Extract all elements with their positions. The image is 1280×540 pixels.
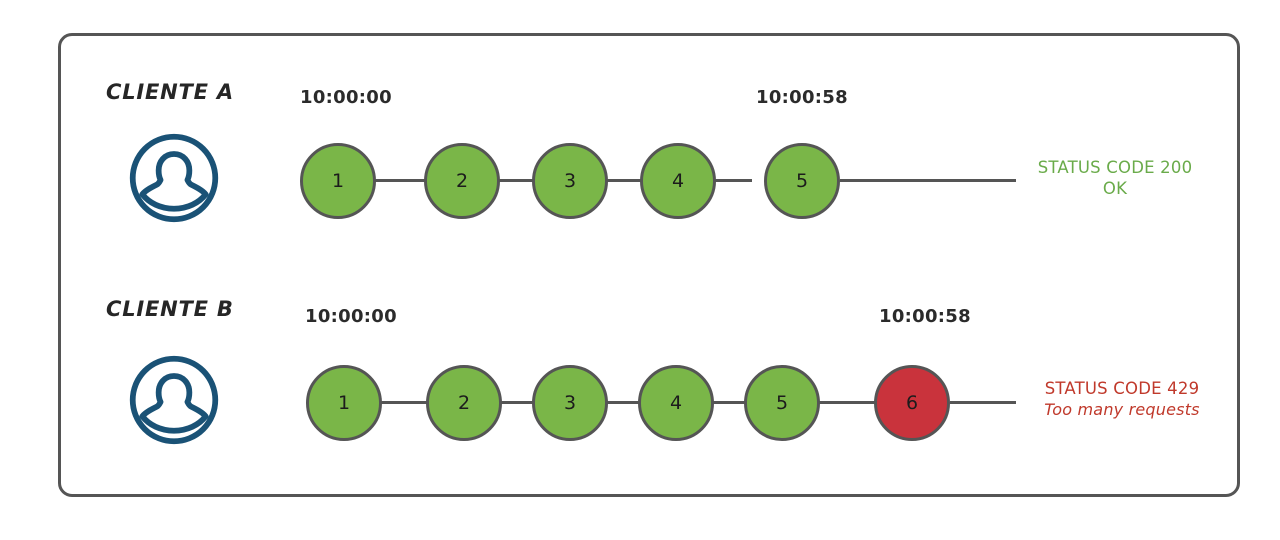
request-node-number: 2 — [457, 392, 471, 414]
connector — [696, 401, 748, 404]
status-code-line: STATUS CODE 200 — [1037, 158, 1193, 177]
client-b-start-time: 10:00:00 — [305, 306, 397, 327]
request-node[interactable]: 3 — [532, 365, 608, 441]
request-node-number: 3 — [563, 392, 577, 414]
request-node-rejected[interactable]: 6 — [874, 365, 950, 441]
connector — [484, 401, 536, 404]
request-node[interactable]: 5 — [764, 143, 840, 219]
client-a-end-time: 10:00:58 — [756, 87, 848, 108]
status-message-line: OK — [1102, 179, 1128, 198]
request-node-number: 1 — [331, 170, 345, 192]
connector — [802, 401, 878, 404]
connector — [480, 179, 536, 182]
user-avatar-icon — [126, 352, 222, 448]
status-badge-client-b: STATUS CODE 429 Too many requests — [1022, 378, 1222, 420]
request-node-number: 4 — [671, 170, 685, 192]
request-node-number: 5 — [775, 392, 789, 414]
connector — [378, 401, 430, 404]
connector — [590, 401, 642, 404]
request-node-number: 1 — [337, 392, 351, 414]
status-code-line: STATUS CODE 429 — [1044, 379, 1200, 398]
request-node[interactable]: 5 — [744, 365, 820, 441]
connector-to-status — [840, 179, 1016, 182]
request-node-number: 6 — [905, 392, 919, 414]
client-a-label: CLIENTE A — [106, 80, 234, 104]
request-node[interactable]: 1 — [306, 365, 382, 441]
client-b-end-time: 10:00:58 — [879, 306, 971, 327]
request-node[interactable]: 1 — [300, 143, 376, 219]
user-avatar-icon — [126, 130, 222, 226]
client-b-label: CLIENTE B — [106, 297, 234, 321]
request-node-number: 4 — [669, 392, 683, 414]
request-node[interactable]: 3 — [532, 143, 608, 219]
status-badge-client-a: STATUS CODE 200 OK — [1025, 157, 1205, 199]
request-node[interactable]: 2 — [426, 365, 502, 441]
request-node-number: 2 — [455, 170, 469, 192]
client-a-start-time: 10:00:00 — [300, 87, 392, 108]
status-message-line: Too many requests — [1044, 400, 1200, 419]
request-node-number: 5 — [795, 170, 809, 192]
connector — [372, 179, 428, 182]
connector — [588, 179, 644, 182]
request-node-number: 3 — [563, 170, 577, 192]
request-node[interactable]: 4 — [640, 143, 716, 219]
connector — [696, 179, 752, 182]
connector-to-status — [950, 401, 1016, 404]
request-node[interactable]: 4 — [638, 365, 714, 441]
request-node[interactable]: 2 — [424, 143, 500, 219]
